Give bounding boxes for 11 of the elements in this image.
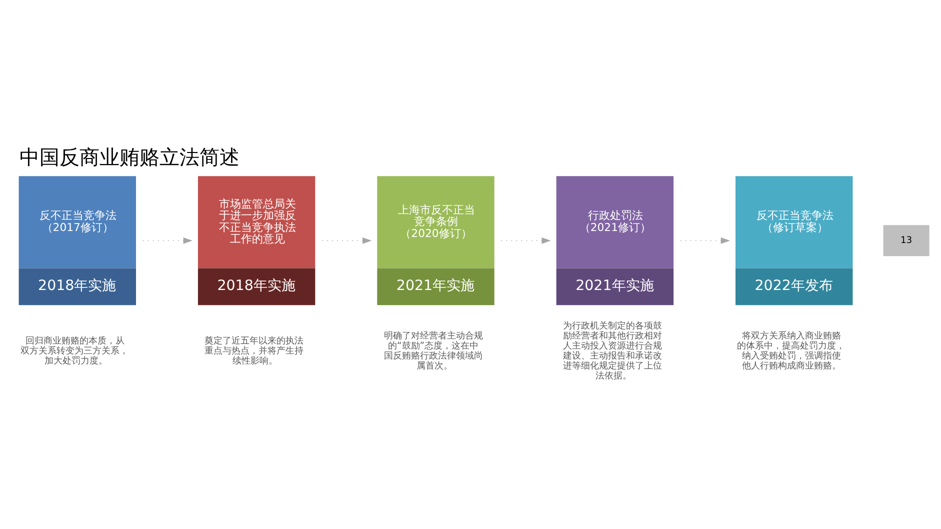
label: 13 <box>900 234 912 246</box>
node-label: 将双方关系纳入商业贿赂的体系中，提高处罚力度，纳入受贿处罚，强调指使他人行贿构成商业贿赂。 <box>737 330 846 372</box>
node-label: 为行政机关制定的各项鼓励经营者和其他行政相对人主动投入资源进行合规建设、主动报告和承诺改进等细化规定提供了上位法依据。 <box>563 320 662 382</box>
arrow <box>680 237 730 244</box>
arrow <box>142 237 193 244</box>
node-label: 回归商业贿赂的本质，从双方关系转变为三方关系，加大处罚力度。 <box>20 335 128 367</box>
diagram-title: 中国反商业贿赂立法简述 <box>20 144 240 169</box>
node-label: 明确了对经营者主动合规的“鼓励”态度，这在中国反贿赂行政法律领域尚属首次。 <box>384 330 483 372</box>
arrow <box>500 237 551 244</box>
node-label: 奠定了近五年以来的执法重点与热点，并将产生持续性影响。 <box>204 335 304 367</box>
arrow <box>322 237 372 244</box>
